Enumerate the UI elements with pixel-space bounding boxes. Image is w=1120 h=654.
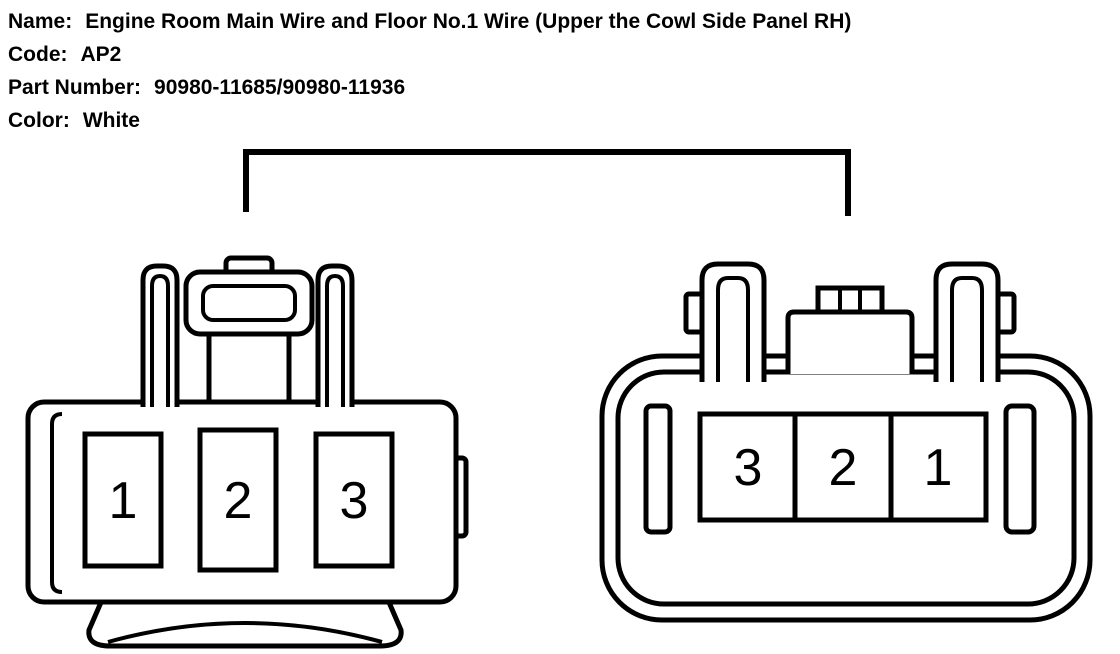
right-connector-right-prong-slot xyxy=(950,276,984,382)
right-pin-2-label: 2 xyxy=(829,439,858,497)
part-info-header: Name: Engine Room Main Wire and Floor No.… xyxy=(8,5,851,137)
left-pin-2-cell xyxy=(197,427,279,573)
code-row: Code: AP2 xyxy=(8,38,851,71)
right-connector-left-prong-slot xyxy=(716,276,750,382)
left-connector-right-prong-slot xyxy=(325,273,345,407)
part-number-row: Part Number: 90980-11685/90980-11936 xyxy=(8,71,851,104)
left-pin-1-label: 1 xyxy=(109,472,138,530)
color-row: Color: White xyxy=(8,104,851,137)
name-row: Name: Engine Room Main Wire and Floor No.… xyxy=(8,5,851,38)
right-connector-right-slot xyxy=(1003,403,1037,535)
left-pin-1-cell xyxy=(82,431,164,569)
right-pin-3-label: 3 xyxy=(734,439,763,497)
name-label: Name: xyxy=(8,10,73,33)
color-value: White xyxy=(82,109,140,132)
left-connector: 1 2 3 xyxy=(25,255,469,649)
part-number-value: 90980-11685/90980-11936 xyxy=(154,76,406,99)
left-connector-left-prong-slot xyxy=(150,273,170,407)
code-value: AP2 xyxy=(80,43,122,66)
left-connector-latch-button xyxy=(201,284,297,322)
left-connector-boot-arc xyxy=(107,621,383,644)
right-pin-1-label: 1 xyxy=(924,439,953,497)
right-connector-lock-slot xyxy=(785,309,915,374)
right-connector-left-slot xyxy=(643,403,673,535)
left-pin-3-cell xyxy=(313,431,395,569)
name-value: Engine Room Main Wire and Floor No.1 Wir… xyxy=(85,10,852,33)
jumper-bracket-line xyxy=(243,149,851,216)
left-pin-3-label: 3 xyxy=(340,472,369,530)
color-label: Color: xyxy=(8,109,70,132)
code-label: Code: xyxy=(8,43,68,66)
right-connector: 3 2 1 xyxy=(599,261,1093,623)
right-pin-row xyxy=(697,411,989,523)
left-connector-inner-wall xyxy=(50,412,63,594)
left-pin-2-label: 2 xyxy=(224,472,253,530)
part-number-label: Part Number: xyxy=(8,76,142,99)
